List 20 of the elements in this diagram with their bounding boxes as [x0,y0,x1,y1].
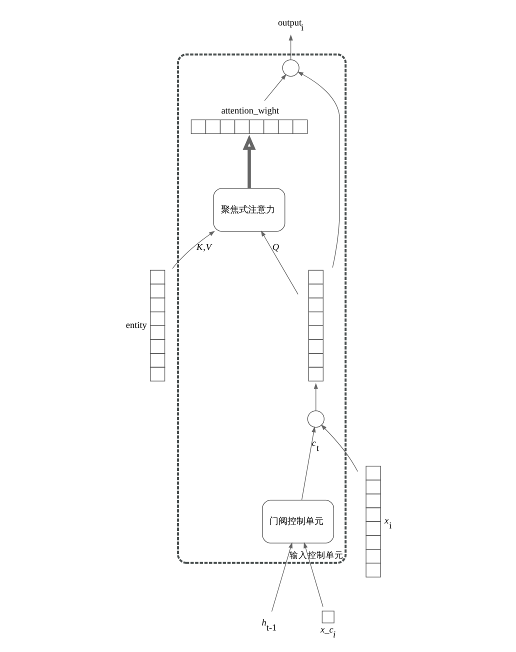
node-box: 门阀控制单元 [262,500,334,544]
edge-label: Q [272,242,279,252]
arrow [300,426,316,500]
node-label: entity [125,320,146,330]
edge-label: K,V [196,242,211,252]
arrow [264,74,286,101]
arrow [172,230,214,269]
arrow [260,230,298,295]
arrow [270,542,292,612]
arrow [320,424,358,472]
node-circle [306,410,324,428]
node-label: attention_wight [220,105,279,116]
arrow [296,72,340,268]
arrow [288,34,292,60]
arrow [242,134,256,188]
arrow [303,542,323,608]
node-box [321,610,334,624]
node-box: 聚焦式注意力 [212,188,285,232]
node-circle [282,59,299,77]
arrow [313,382,318,411]
